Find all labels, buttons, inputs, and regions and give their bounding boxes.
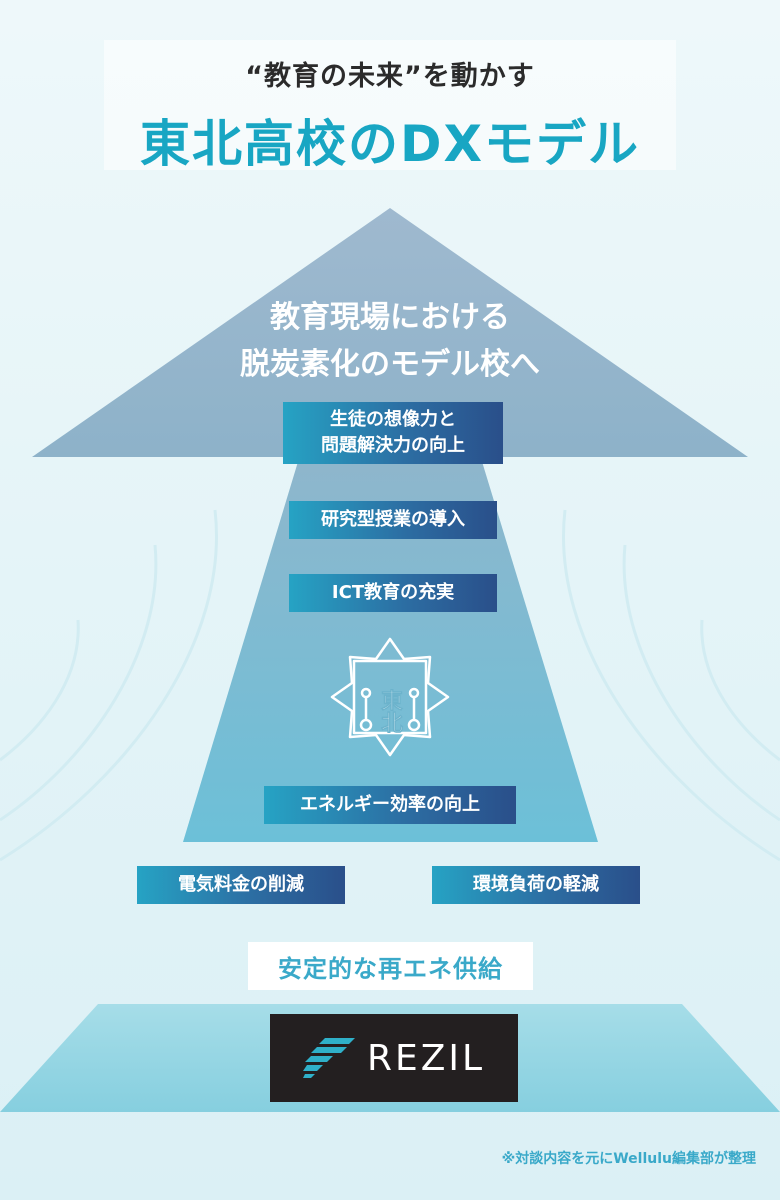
rezil-logo-mark-icon	[302, 1038, 355, 1078]
decorative-wind-lines	[0, 509, 780, 862]
box-imagination-line-1: 生徒の想像力と	[330, 408, 456, 430]
goal-line-2: 脱炭素化のモデル校へ	[240, 347, 540, 382]
arrow-shaft	[183, 455, 598, 842]
box-ict-label: ICT教育の充実	[331, 581, 455, 603]
box-environment-label: 環境負荷の軽減	[473, 873, 599, 895]
school-emblem-icon: 東北	[330, 637, 450, 757]
box-electricity-label: 電気料金の削減	[178, 873, 304, 895]
supply-label: 安定的な再エネ供給	[278, 954, 503, 983]
box-imagination-line-2: 問題解決力の向上	[321, 435, 465, 456]
school-emblem-text: 東北	[377, 689, 403, 733]
box-research: 研究型授業の導入	[289, 501, 497, 539]
page-title: 東北高校のDXモデル	[139, 115, 641, 173]
box-energy-label: エネルギー効率の向上	[300, 793, 480, 815]
footnote: ※対談内容を元にWellulu編集部が整理	[501, 1151, 756, 1167]
box-ict: ICT教育の充実	[289, 574, 497, 612]
title-panel	[104, 40, 676, 170]
goal-line-1: 教育現場における	[270, 300, 510, 335]
box-imagination: 生徒の想像力と 問題解決力の向上	[283, 402, 503, 464]
page-subtitle: “教育の未来”を動かす	[245, 61, 535, 92]
box-environment: 環境負荷の軽減	[432, 866, 640, 904]
supply-box: 安定的な再エネ供給	[248, 942, 533, 990]
box-research-label: 研究型授業の導入	[321, 508, 465, 530]
rezil-logo: REZIL	[270, 1014, 518, 1102]
rezil-logo-word: REZIL	[366, 1037, 486, 1079]
arrow-head	[32, 208, 748, 457]
box-energy: エネルギー効率の向上	[264, 786, 516, 824]
box-electricity: 電気料金の削減	[137, 866, 345, 904]
